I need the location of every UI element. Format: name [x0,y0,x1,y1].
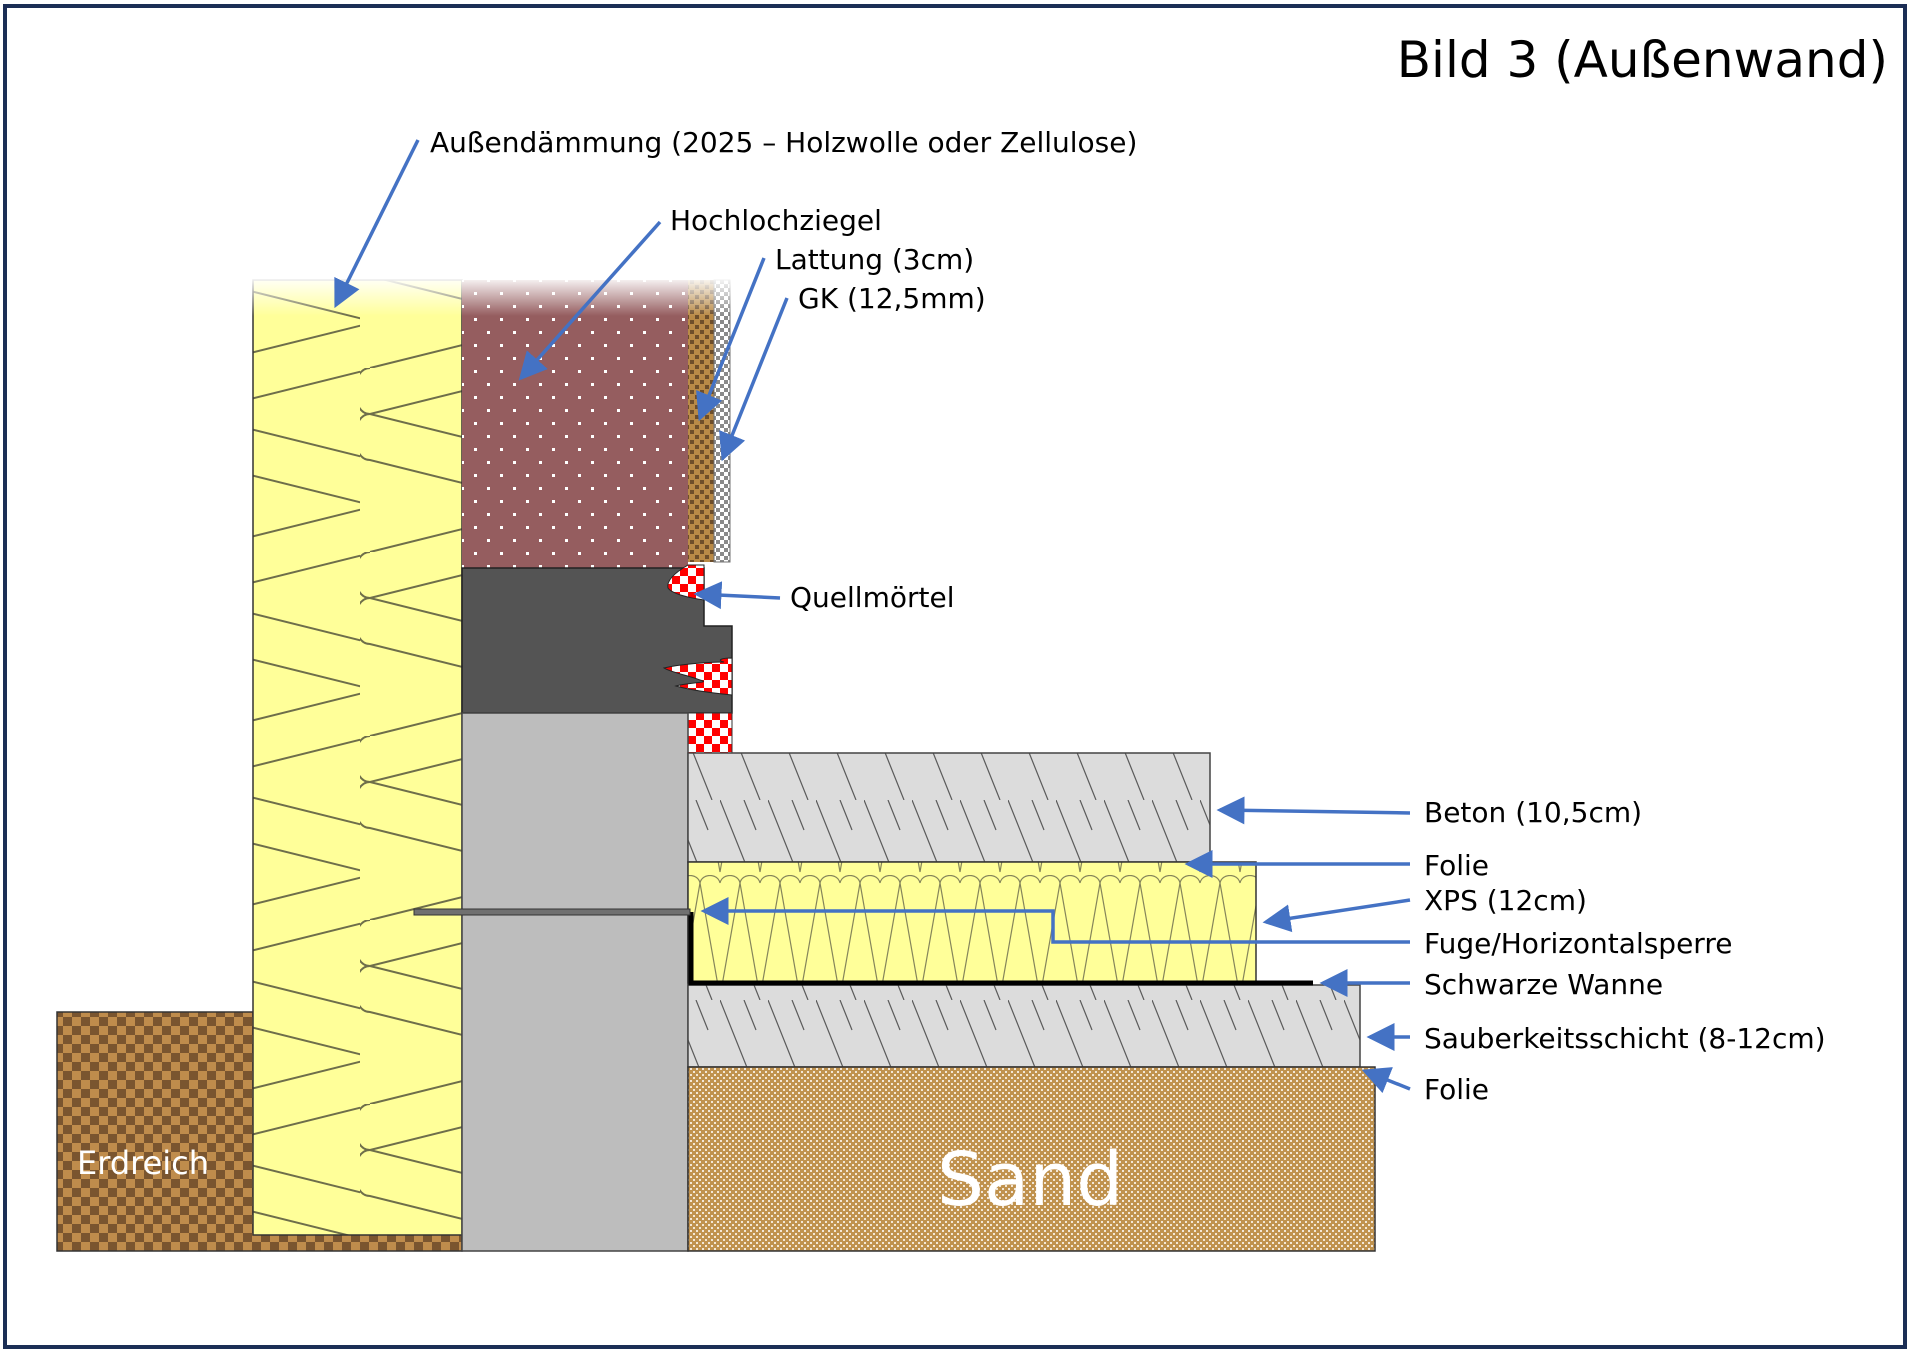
label-beton: Beton (10,5cm) [1424,796,1642,829]
quellmoertel-middle [662,657,733,696]
gk-layer [713,279,731,563]
lattung-layer [688,280,714,562]
label-folie-top: Folie [1424,849,1489,882]
label-quellmoertel: Quellmörtel [790,581,954,614]
label-sand: Sand [937,1137,1123,1223]
arrow-fuge [700,897,1410,944]
beton-slab [687,752,1211,863]
label-hochlochziegel: Hochlochziegel [670,204,882,237]
arrow-hochlochziegel [518,220,662,381]
arrow-gk [719,297,789,462]
kellerwand-concrete [461,712,689,1252]
label-gk: GK (12,5mm) [798,282,986,315]
schwarze-wanne-line [688,912,1313,986]
label-lattung: Lattung (3cm) [775,243,974,276]
xps-layer [687,861,1257,984]
arrow-aussendaemmung [334,139,420,309]
label-folie-bottom: Folie [1424,1073,1489,1106]
hochlochziegel-layer [462,280,688,568]
sand-layer [687,1066,1376,1252]
arrow-beton [1216,796,1411,825]
label-erdreich: Erdreich [77,1144,209,1182]
title: Bild 3 (Außenwand) [1397,31,1888,89]
arrow-xps [1262,898,1411,933]
sauberkeitsschicht-layer [687,984,1361,1068]
arrow-folie-bottom [1361,1067,1411,1094]
horizontalsperre-bar [413,908,691,916]
label-fuge: Fuge/Horizontalsperre [1424,927,1732,960]
arrow-quellmoertel [693,581,781,610]
label-sauberkeitsschicht: Sauberkeitsschicht (8-12cm) [1424,1022,1826,1055]
callout-arrows [334,139,1411,1094]
arrow-lattung [696,257,766,422]
label-xps: XPS (12cm) [1424,884,1587,917]
wall-top-fade [250,276,735,316]
aussendaemmung-layer [252,279,463,1236]
label-schwarze-wanne: Schwarze Wanne [1424,968,1663,1001]
quellmoertel-lower [687,712,733,754]
label-aussendaemmung: Außendämmung (2025 – Holzwolle oder Zell… [430,126,1137,159]
